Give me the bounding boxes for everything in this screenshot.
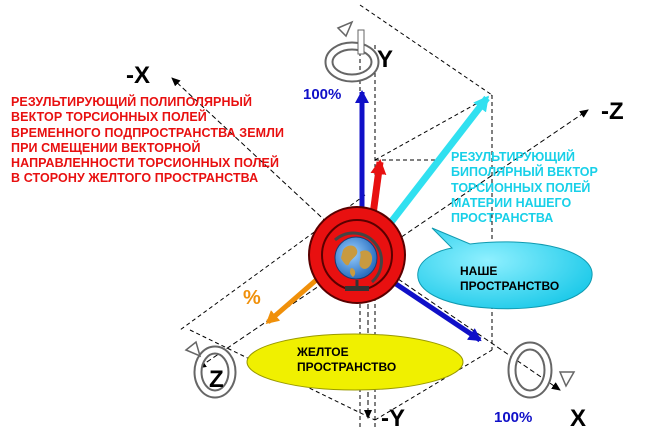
yellow-space-line: ЖЕЛТОЕ <box>297 345 349 359</box>
red-vector-line: ВЕКТОР ТОРСИОННЫХ ПОЛЕЙ <box>11 110 207 125</box>
axis-label-y: Y <box>377 46 394 73</box>
earth-circle <box>308 206 406 304</box>
vector-blue-x <box>388 277 482 343</box>
percent-label-x: 100% <box>494 409 533 426</box>
cyan-vector-line: ПРОСТРАНСТВА <box>451 211 554 226</box>
red-vector-line: НАПРАВЛЕННОСТИ ТОРСИОННЫХ ПОЛЕЙ <box>11 156 280 171</box>
our-space-label: НАШЕ ПРОСТРАНСТВО <box>460 264 559 294</box>
axis-label-z: Z <box>209 366 224 393</box>
cyan-vector-line: МАТЕРИИ НАШЕГО <box>451 195 572 210</box>
red-vector-description: РЕЗУЛЬТИРУЮЩИЙ ПОЛИПОЛЯРНЫЙ ВЕКТОР ТОРСИ… <box>11 95 284 187</box>
percent-label-y: 100% <box>303 86 342 103</box>
yellow-space-label: ЖЕЛТОЕ ПРОСТРАНСТВО <box>297 345 396 375</box>
our-space-line: НАШЕ <box>460 264 498 278</box>
our-space-line: ПРОСТРАНСТВО <box>460 279 560 293</box>
axis-label-neg-y: -Y <box>381 405 405 432</box>
axis-neg-z <box>374 109 589 256</box>
red-vector-line: ПРИ СМЕЩЕНИИ ВЕКТОРНОЙ <box>11 140 201 155</box>
cyan-vector-description: РЕЗУЛЬТИРУЮЩИЙ БИПОЛЯРНЫЙ ВЕКТОР ТОРСИОН… <box>451 150 598 226</box>
red-vector-line: РЕЗУЛЬТИРУЮЩИЙ ПОЛИПОЛЯРНЫЙ <box>11 95 253 109</box>
rotation-arrow-icon <box>507 341 576 399</box>
axis-label-neg-z: -Z <box>601 98 624 125</box>
rotation-arrow-icon <box>324 20 380 83</box>
red-vector-line: ВРЕМЕННОГО ПОДПРОСТРАНСТВА ЗЕМЛИ <box>11 125 285 140</box>
yellow-space-line: ПРОСТРАНСТВО <box>297 360 397 374</box>
cyan-vector-line: ТОРСИОННЫХ ПОЛЕЙ <box>451 180 591 195</box>
our-space-bubble <box>417 227 593 310</box>
rotation-arrow-icon <box>184 340 237 399</box>
cyan-vector-line: БИПОЛЯРНЫЙ ВЕКТОР <box>451 165 598 180</box>
globe-icon <box>334 231 383 291</box>
axis-label-neg-x: -X <box>126 62 150 89</box>
yellow-space-bubble <box>246 333 464 391</box>
axis-label-x: X <box>570 405 587 432</box>
vector-cyan <box>382 95 490 233</box>
red-vector-line: В СТОРОНУ ЖЕЛТОГО ПРОСТРАНСТВА <box>11 171 259 186</box>
percent-label-orange: % <box>243 287 261 309</box>
cyan-vector-line: РЕЗУЛЬТИРУЮЩИЙ <box>451 150 575 164</box>
